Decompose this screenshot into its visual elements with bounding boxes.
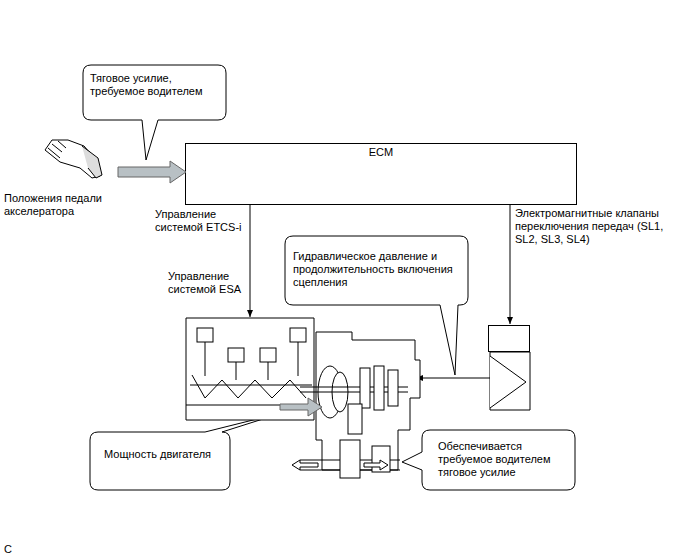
callout-text-box: Обеспечивается требуемое водителем тягов… bbox=[438, 440, 572, 479]
control-label: Управление системой ESA bbox=[168, 270, 246, 296]
box-text: Тяговое усилие, требуемое водителем bbox=[90, 72, 224, 98]
control-label: Управление системой ETCS-i bbox=[155, 208, 245, 234]
callout-text-box: Тяговое усилие, требуемое водителем bbox=[90, 72, 224, 98]
input-arrow bbox=[118, 161, 186, 183]
box-text: ECM bbox=[186, 146, 576, 159]
box-text: Обеспечивается требуемое водителем тягов… bbox=[438, 440, 572, 479]
ecm-box bbox=[186, 144, 577, 205]
figure-letter: C bbox=[4, 543, 24, 556]
callout-bubble bbox=[402, 430, 575, 490]
callout-bubble bbox=[90, 412, 285, 490]
solenoid-valves bbox=[489, 326, 531, 411]
pedal-label: Положения педали акселератора bbox=[4, 192, 116, 218]
callout-text-box: Гидравлическое давление и продолжительно… bbox=[293, 250, 461, 289]
output-arrow bbox=[292, 460, 318, 470]
solenoid-label: Электромагнитные клапаны переключения пе… bbox=[515, 207, 683, 246]
box-text: Мощность двигателя bbox=[104, 448, 222, 461]
box-text: Гидравлическое давление и продолжительно… bbox=[293, 250, 461, 289]
control-line bbox=[510, 205, 511, 324]
power-arrow bbox=[280, 398, 322, 416]
ecm-box: ECM bbox=[186, 146, 576, 159]
pressure-line bbox=[416, 378, 490, 379]
control-line bbox=[250, 205, 251, 317]
callout-text-box: Мощность двигателя bbox=[104, 448, 222, 461]
accelerator-pedal bbox=[45, 140, 102, 178]
output-arrow bbox=[364, 460, 388, 470]
